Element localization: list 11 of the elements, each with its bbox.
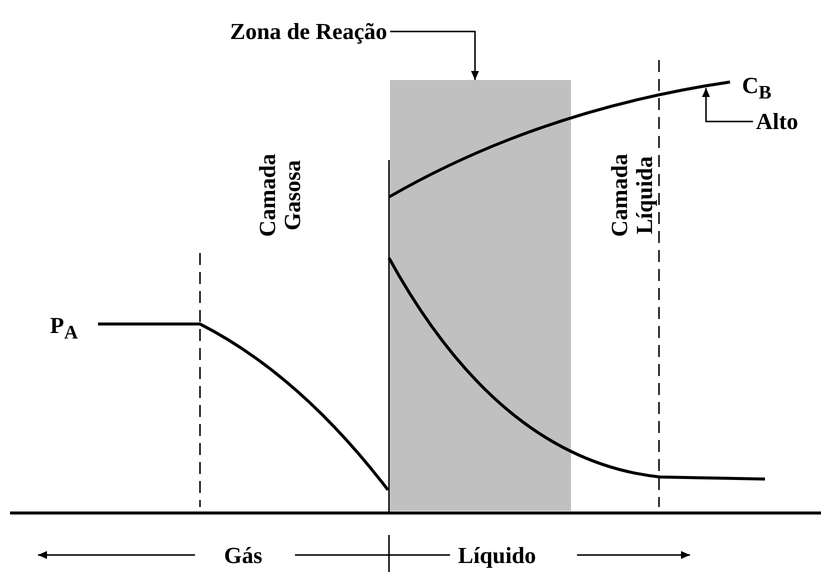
callout-label: Alto	[756, 110, 798, 133]
phase-label: Gás	[224, 544, 262, 567]
reaction-zone-band	[390, 80, 571, 511]
variable-label: C$_{B}$	[742, 74, 772, 103]
layer-label: Camada Líquida	[606, 153, 658, 236]
zone-label: Zona de Reação	[230, 20, 388, 43]
leader-line	[390, 30, 479, 80]
layer-label: Camada Gasosa	[254, 153, 306, 236]
phase-label: Líquido	[458, 544, 536, 567]
leader-line	[702, 88, 753, 122]
variable-label: P$_{A}$	[50, 314, 78, 343]
